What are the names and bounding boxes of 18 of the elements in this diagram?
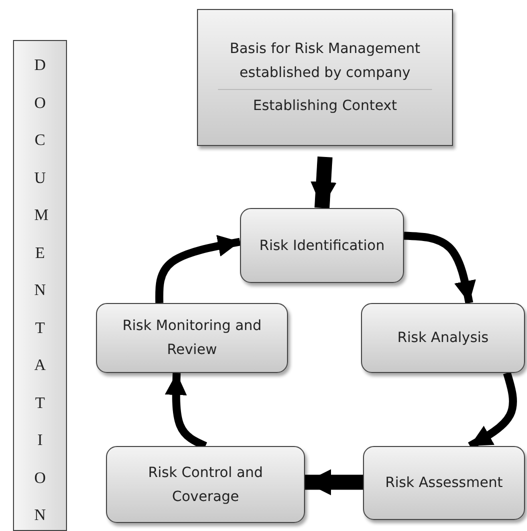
block-arrow (310, 156, 336, 208)
documentation-bar (13, 40, 67, 531)
curved-arrow (404, 232, 476, 304)
heading-text: Basis for Risk Management established by company (228, 40, 422, 83)
node-label: Risk Identification (258, 236, 386, 256)
node-label: Establishing Context (252, 97, 398, 116)
node-label: Risk Control and Coverage (147, 464, 264, 506)
process-box (361, 303, 525, 373)
curved-arrow (155, 234, 241, 304)
process-box (96, 303, 288, 373)
context-box (197, 9, 453, 146)
node-label: Risk Analysis (396, 329, 490, 348)
process-box (106, 446, 305, 523)
process-box (363, 446, 525, 520)
node-label: Risk Assessment (384, 474, 504, 493)
process-box (240, 208, 404, 283)
vertical-label: DOCUMENTATION (34, 56, 46, 526)
node-label: Risk Monitoring and Review (121, 317, 263, 360)
